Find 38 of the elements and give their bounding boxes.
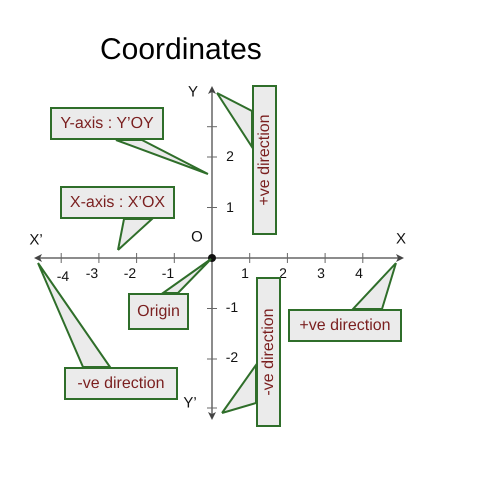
callout-pointer xyxy=(117,218,155,251)
callout-text: +ve direction xyxy=(299,316,391,334)
callout-text: Y-axis : Y’OY xyxy=(60,114,154,132)
tick-label: -2 xyxy=(226,349,238,365)
tick-label: -1 xyxy=(162,265,174,281)
title: Coordinates xyxy=(100,33,262,67)
axis-label: O xyxy=(191,228,203,246)
tick-label: 2 xyxy=(226,148,234,164)
callout-box xyxy=(256,277,281,427)
axis-label: Y xyxy=(188,84,198,100)
callout-box xyxy=(252,85,277,235)
callout-pointer xyxy=(37,262,112,368)
callout-pointer xyxy=(115,139,209,175)
tick-label: 4 xyxy=(355,265,363,281)
tick-label: -2 xyxy=(124,265,136,281)
callout-text: +ve direction xyxy=(256,114,274,206)
callout-box xyxy=(50,107,164,140)
callout-pointer xyxy=(221,362,257,414)
callout-text: -ve direction xyxy=(260,308,278,396)
tick-label: 2 xyxy=(279,265,287,281)
callout-pointer xyxy=(216,92,253,150)
callout-box xyxy=(128,293,189,330)
callout-text: -ve direction xyxy=(77,374,165,392)
axis-label: X’ xyxy=(29,232,43,248)
callout-box xyxy=(288,309,402,342)
tick-label: 1 xyxy=(226,199,234,215)
tick-label: -4 xyxy=(56,268,70,284)
callout-text: X-axis : X’OX xyxy=(70,194,166,212)
tick-label: 1 xyxy=(241,265,249,281)
callout-pointer xyxy=(350,262,397,310)
axis-label: Y’ xyxy=(183,394,197,412)
callout-text: Origin xyxy=(137,302,180,320)
tick-label: -3 xyxy=(86,265,98,281)
tick-label: -1 xyxy=(226,299,238,315)
callout-pointer xyxy=(160,258,212,294)
callout-box xyxy=(64,367,178,400)
tick-label: 3 xyxy=(317,265,325,281)
axis-label: X xyxy=(396,230,406,248)
